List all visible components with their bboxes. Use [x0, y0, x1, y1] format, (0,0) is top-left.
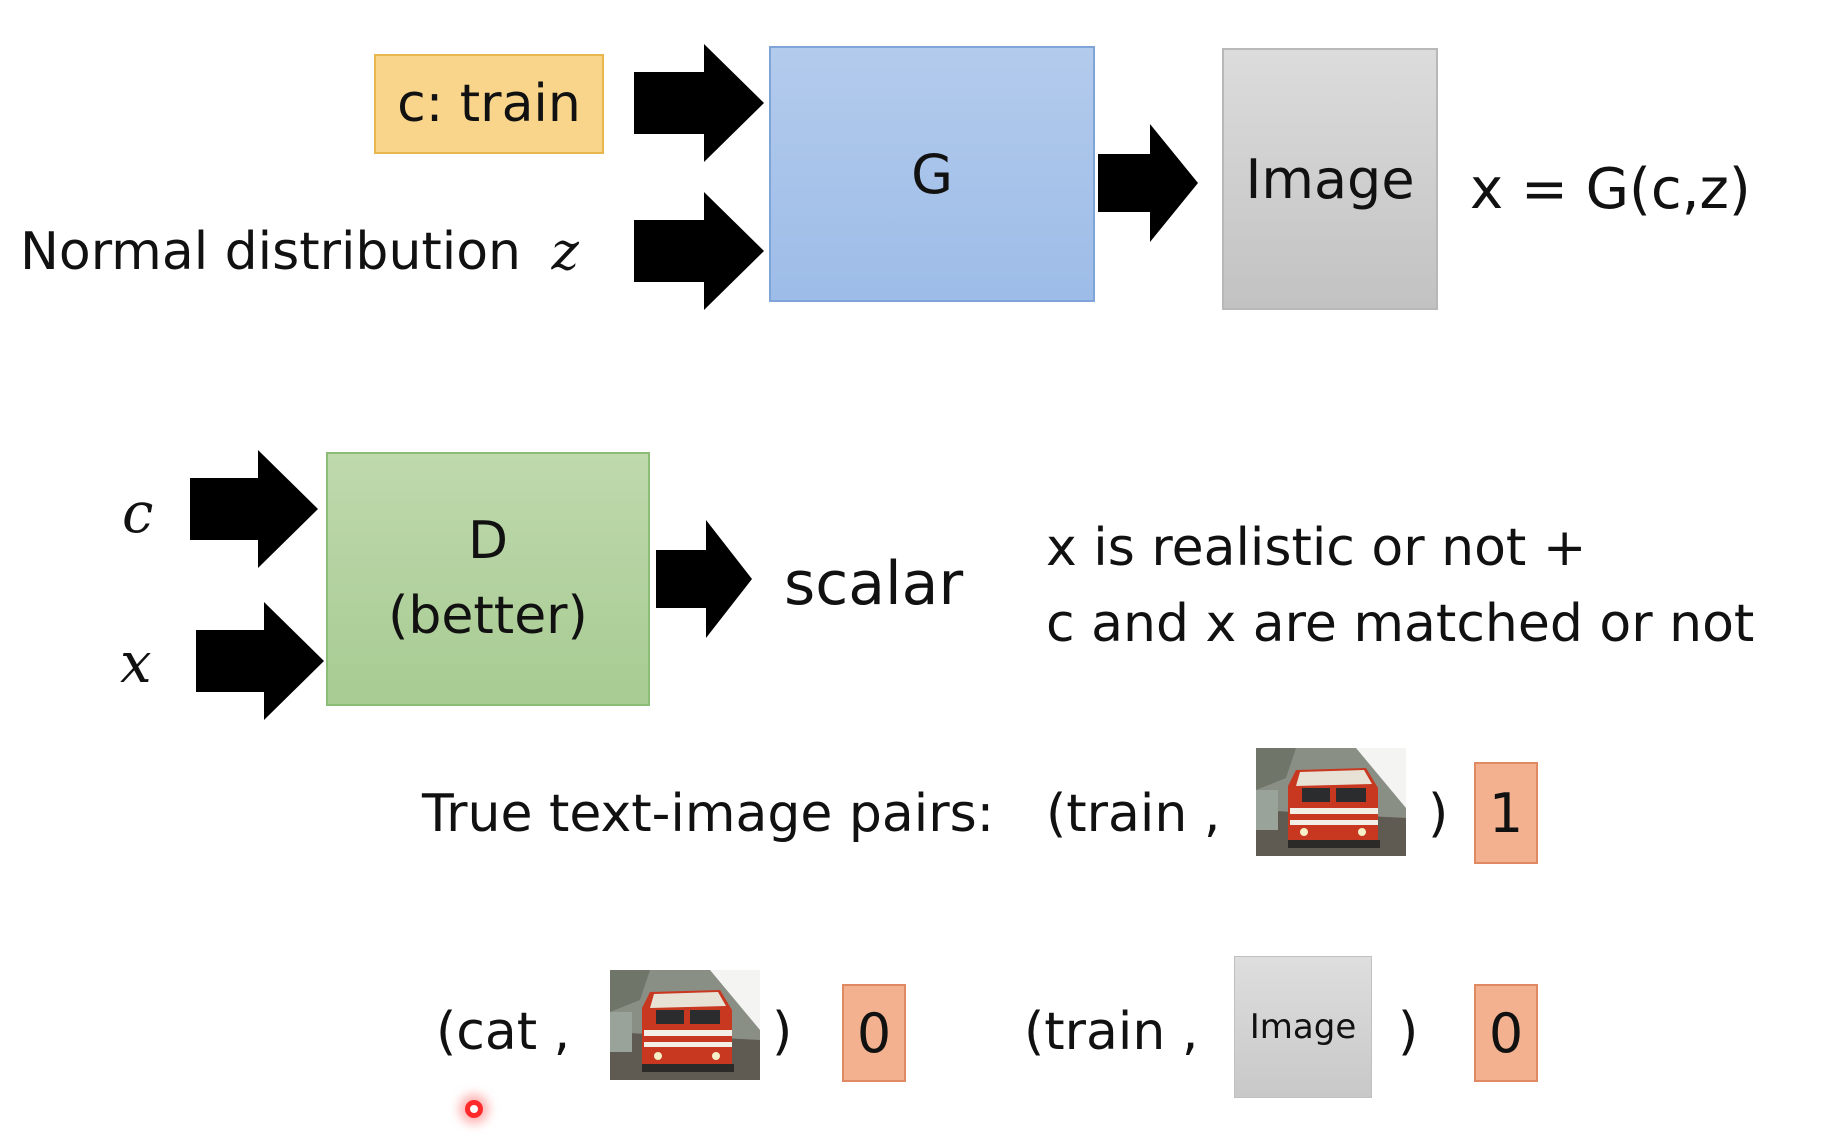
noise-label: Normal distribution	[20, 222, 522, 282]
discriminator-output: scalar	[784, 549, 964, 619]
cursor-pointer-icon	[465, 1100, 483, 1118]
generated-pair-close: )	[1398, 1002, 1419, 1062]
right-arrow-icon	[634, 192, 764, 310]
condition-label: c: train	[397, 74, 581, 134]
train-photo	[610, 970, 760, 1080]
true-pair-close: )	[1428, 784, 1449, 844]
d-input-x: x	[120, 631, 152, 696]
generated-pair-score-value: 0	[1488, 1001, 1524, 1065]
generated-pair-open: (train ,	[1024, 1002, 1199, 1062]
mismatched-pair-open: (cat ,	[436, 1002, 571, 1062]
noise-label-group: Normal distribution z	[20, 226, 579, 278]
mismatched-pair-close: )	[772, 1002, 793, 1062]
right-arrow-icon	[656, 520, 752, 638]
right-arrow-icon	[634, 44, 764, 162]
generated-pair-image-label: Image	[1249, 1007, 1357, 1047]
right-arrow-icon	[196, 602, 324, 720]
generated-image-label: Image	[1245, 147, 1415, 211]
true-pairs-label: True text-image pairs:	[422, 784, 995, 844]
generated-image-box: Image	[1222, 48, 1438, 310]
generated-pair-score: 0	[1474, 984, 1538, 1082]
generator-equation: x = G(c,z)	[1470, 157, 1751, 222]
mismatched-pair-score-value: 0	[856, 1001, 892, 1065]
generator-box: G	[769, 46, 1095, 302]
right-arrow-icon	[1098, 124, 1198, 242]
train-photo	[1256, 748, 1406, 856]
generator-label: G	[911, 142, 953, 206]
criteria-line-2: c and x are matched or not	[1046, 594, 1755, 654]
discriminator-sublabel: (better)	[388, 586, 588, 646]
true-pair-score: 1	[1474, 762, 1538, 864]
true-pair-open: (train ,	[1046, 784, 1221, 844]
discriminator-label: D	[467, 510, 509, 571]
criteria-line-1: x is realistic or not +	[1046, 518, 1587, 578]
noise-variable: z	[551, 222, 579, 282]
d-input-c: c	[122, 481, 154, 546]
generated-pair-image: Image	[1234, 956, 1372, 1098]
right-arrow-icon	[190, 450, 318, 568]
mismatched-pair-score: 0	[842, 984, 906, 1082]
condition-label-box: c: train	[374, 54, 604, 154]
true-pair-score-value: 1	[1488, 781, 1524, 845]
discriminator-box: D (better)	[326, 452, 650, 706]
